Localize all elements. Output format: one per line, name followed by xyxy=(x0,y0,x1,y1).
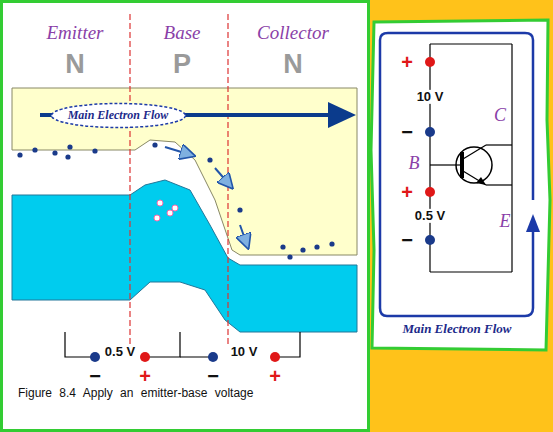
terminal-label: C xyxy=(494,106,506,126)
voltage-label: 10 V xyxy=(229,345,260,359)
doping-type: N xyxy=(65,50,85,80)
terminal-label: E xyxy=(500,212,511,232)
polarity-sign: + xyxy=(139,365,151,387)
polarity-sign: − xyxy=(207,365,219,387)
polarity-sign: − xyxy=(401,229,413,251)
region-heading: Emitter xyxy=(47,23,104,44)
voltage-label: 0.5 V xyxy=(103,345,137,359)
terminal-label: B xyxy=(409,154,420,174)
polarity-sign: − xyxy=(89,365,101,387)
polarity-sign: + xyxy=(401,51,413,73)
doping-type: P xyxy=(173,50,191,80)
polarity-sign: + xyxy=(401,181,413,203)
flow-label: Main Electron Flow xyxy=(402,322,511,336)
voltage-label: 0.5 V xyxy=(413,209,447,223)
figure-caption: Figure 8.4 Apply an emitter-base voltage xyxy=(18,387,253,400)
region-heading: Base xyxy=(164,23,201,44)
voltage-label: 10 V xyxy=(415,90,446,104)
doping-type: N xyxy=(283,50,303,80)
flow-ellipse: Main Electron Flow xyxy=(50,102,187,129)
polarity-sign: + xyxy=(269,365,281,387)
ellipse-text: Main Electron Flow xyxy=(50,108,187,123)
polarity-sign: − xyxy=(401,121,413,143)
region-heading: Collector xyxy=(257,23,329,44)
